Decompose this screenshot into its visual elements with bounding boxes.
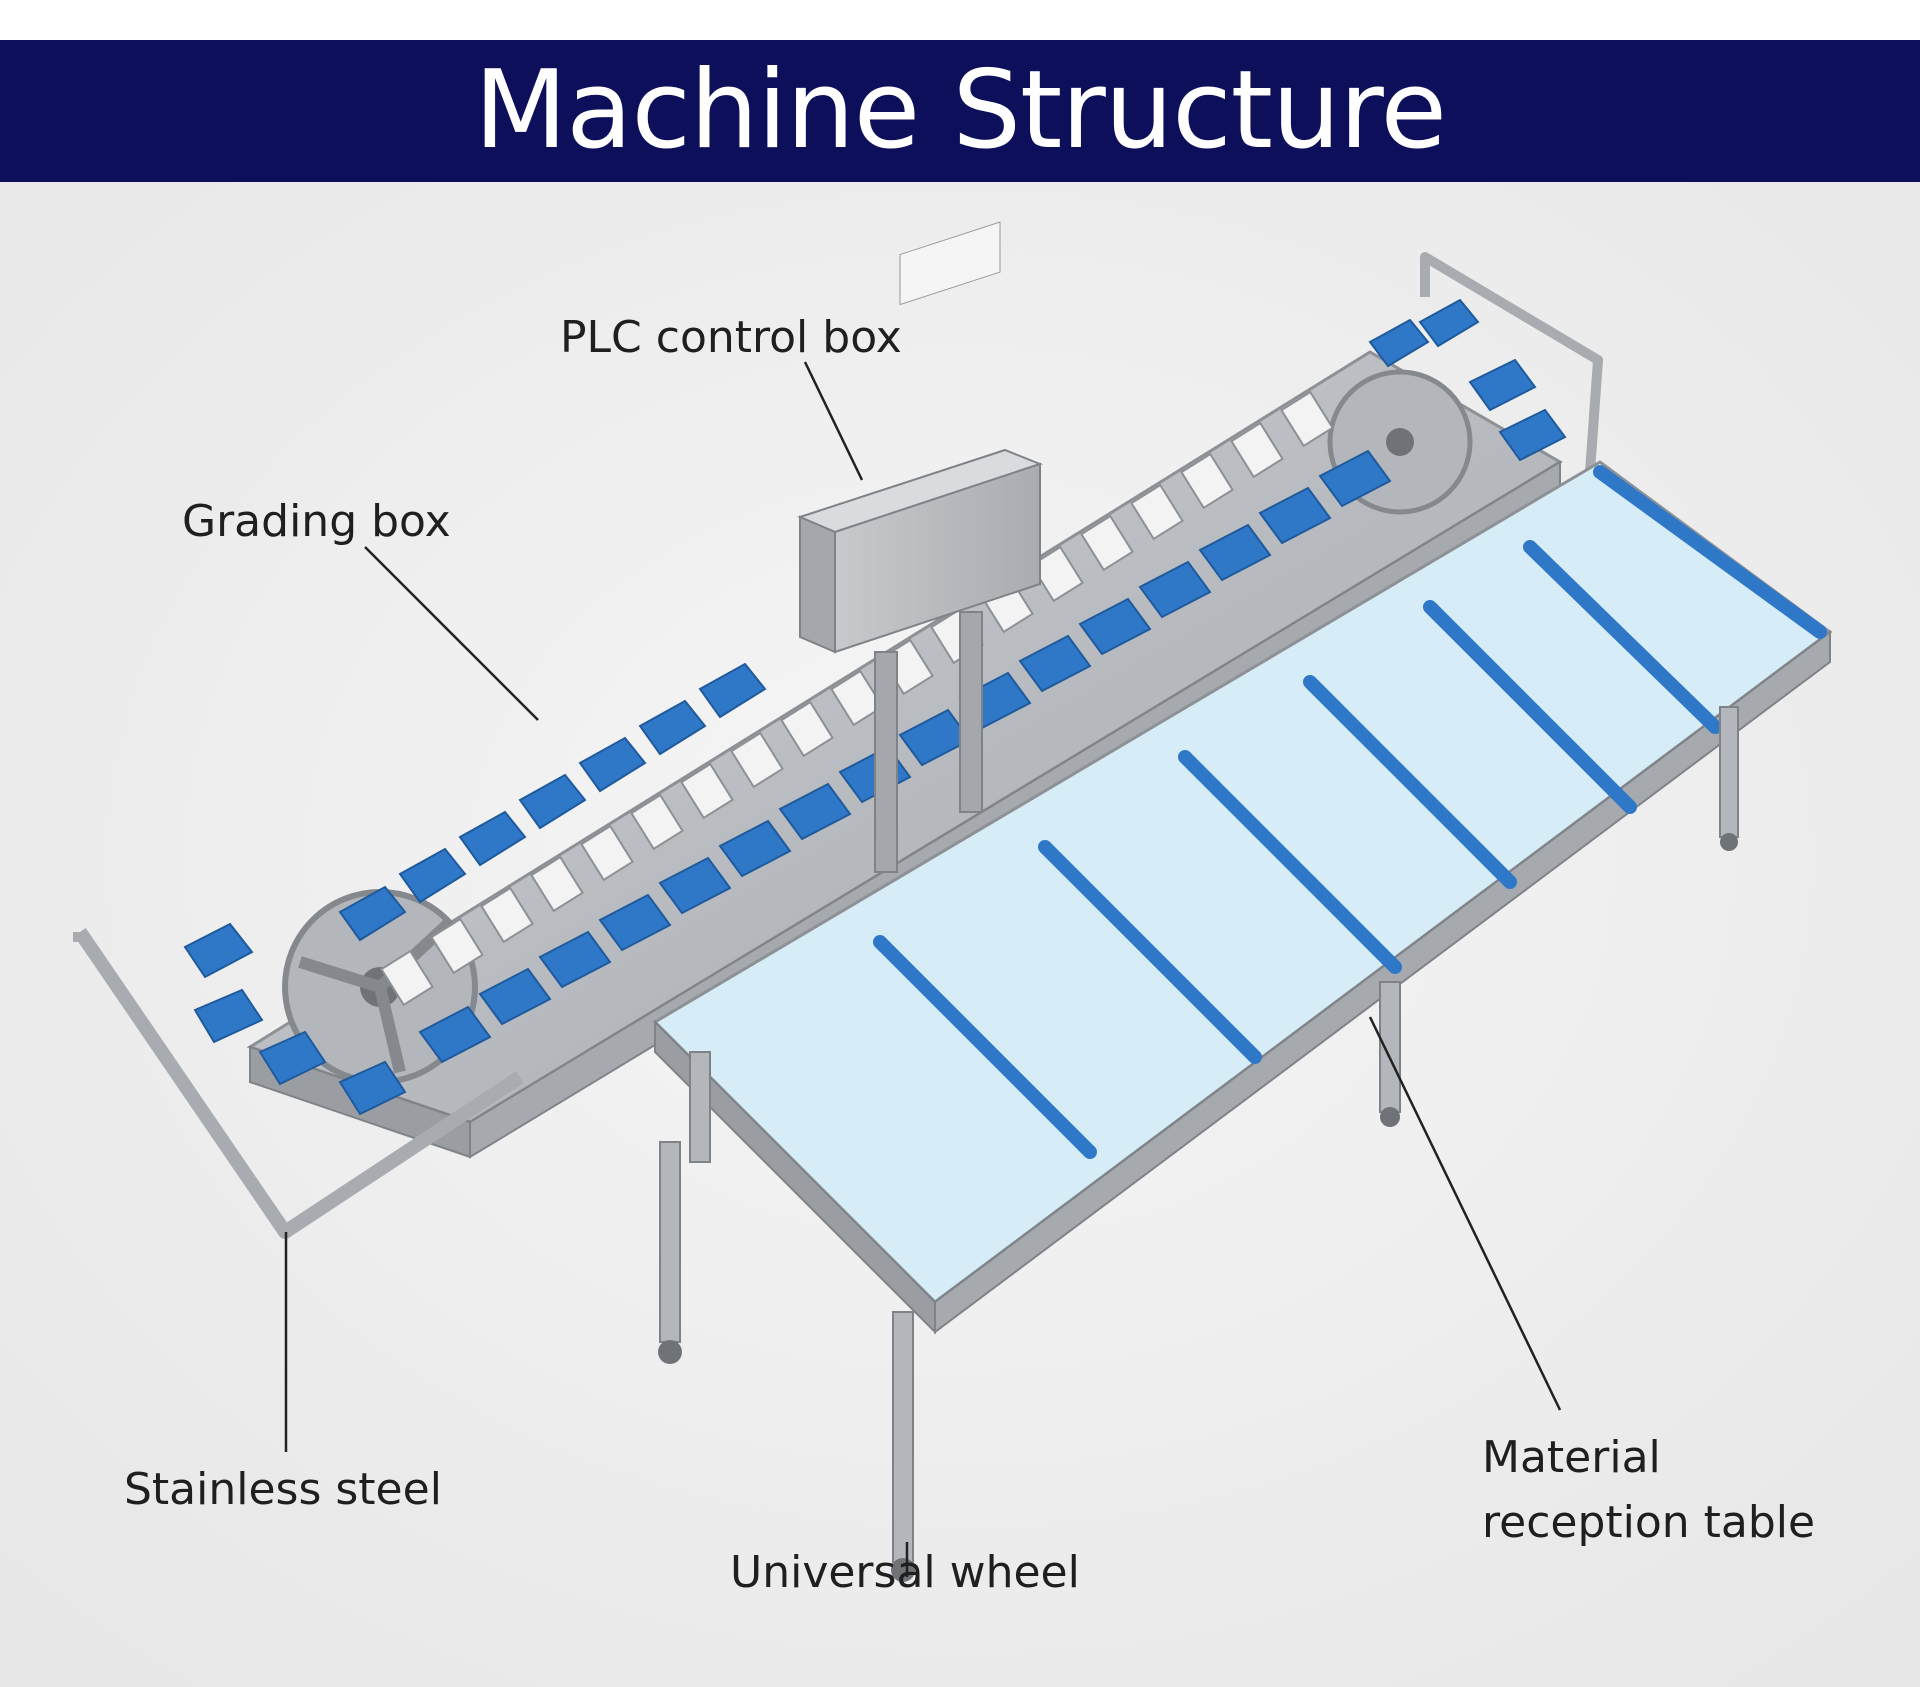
universal-wheel (1720, 833, 1738, 851)
grading-clip-row-back (380, 390, 1334, 1007)
leader-material-reception-table (1368, 1016, 1562, 1411)
label-grading-box: Grading box (182, 496, 451, 547)
leader-grading-box (364, 546, 539, 721)
machine-diagram: PLC control box Grading box Stainless st… (0, 182, 1920, 1687)
plc-box-post (874, 651, 898, 873)
label-material-reception-table-line2: reception table (1482, 1497, 1815, 1548)
plc-control-box (797, 221, 1043, 873)
left-sprocket-spoke (374, 985, 406, 1074)
universal-wheels (658, 833, 1738, 1582)
label-universal-wheel: Universal wheel (730, 1547, 1080, 1598)
right-sprocket-hub (1386, 428, 1414, 456)
reception-table-dividers (873, 465, 1827, 1159)
machine-legs (659, 706, 1739, 1563)
grading-machine-illustration (73, 221, 1833, 1582)
header-band: Machine Structure (0, 40, 1920, 182)
page-title: Machine Structure (474, 48, 1447, 173)
callout-leaders (284, 361, 1562, 1577)
label-stainless-steel: Stainless steel (124, 1464, 442, 1515)
left-sprocket-spoke (298, 956, 382, 993)
blue-tray-row-front (183, 358, 1567, 1116)
leader-plc-control-box (803, 361, 864, 481)
material-reception-table-left-side (654, 1019, 936, 1335)
label-plc-control-box: PLC control box (560, 312, 902, 363)
blue-tray-row-back (338, 298, 1480, 942)
plc-box-label-plate (899, 221, 1001, 306)
universal-wheel (658, 1340, 682, 1364)
right-end-frame (1420, 252, 1603, 473)
label-material-reception-table-line1: Material (1482, 1432, 1661, 1483)
plc-box-post (959, 611, 983, 813)
universal-wheel (1380, 1107, 1400, 1127)
universal-wheel (891, 1558, 915, 1582)
